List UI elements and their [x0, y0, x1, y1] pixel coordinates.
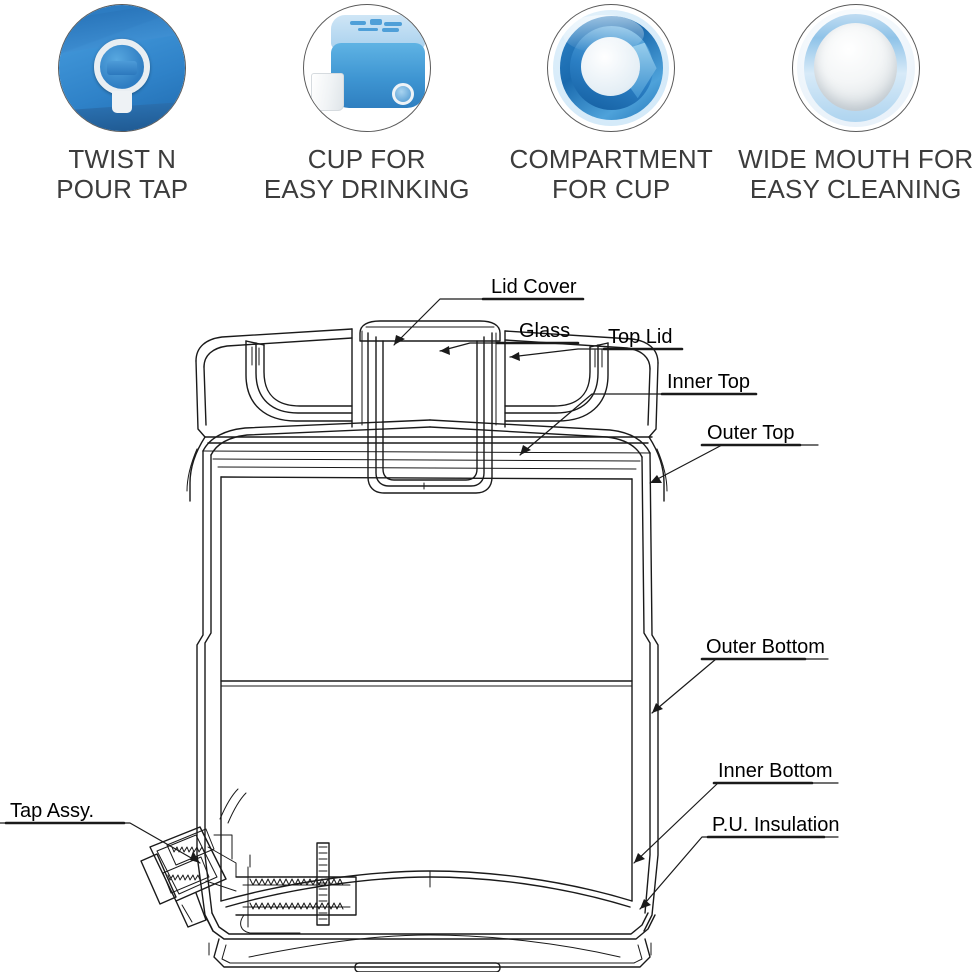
label-lid-cover: Lid Cover — [491, 276, 577, 298]
label-top-lid: Top Lid — [608, 326, 673, 348]
exploded-parts-diagram: Lid Cover Glass Top Lid Inner Top Outer … — [0, 215, 978, 972]
feature-item-compartment-for-cup: COMPARTMENT FOR CUP — [489, 0, 734, 215]
wide-mouth-icon — [791, 4, 920, 132]
feature-strip: TWIST N POUR TAP CUP FOR EASY DRINKING C… — [0, 0, 978, 215]
tap-port-internal — [235, 842, 357, 934]
cup-for-easy-drinking-icon — [302, 4, 431, 132]
label-pu-insulation: P.U. Insulation — [712, 814, 840, 836]
label-glass: Glass — [519, 320, 570, 342]
compartment-for-cup-icon — [547, 4, 676, 132]
feature-item-cup-for-easy-drinking: CUP FOR EASY DRINKING — [245, 0, 490, 215]
tap-assembly-part — [140, 788, 247, 928]
label-outer-bottom: Outer Bottom — [706, 636, 825, 658]
feature-caption: WIDE MOUTH FOR EASY CLEANING — [738, 144, 974, 204]
twist-n-pour-tap-icon — [58, 4, 187, 132]
diagram-labels: Lid Cover Glass Top Lid Inner Top Outer … — [10, 276, 840, 836]
feature-caption: CUP FOR EASY DRINKING — [263, 144, 470, 204]
glass-part — [359, 320, 501, 494]
feature-caption: COMPARTMENT FOR CUP — [509, 144, 713, 204]
label-tap-assy: Tap Assy. — [10, 800, 94, 822]
jug-base-part — [204, 870, 656, 972]
label-inner-bottom: Inner Bottom — [718, 760, 833, 782]
feature-item-twist-n-pour-tap: TWIST N POUR TAP — [0, 0, 245, 215]
inner-outer-top-part — [186, 436, 668, 502]
feature-item-wide-mouth: WIDE MOUTH FOR EASY CLEANING — [734, 0, 978, 215]
jug-main-body — [220, 476, 633, 902]
label-outer-top: Outer Top — [707, 422, 794, 444]
label-inner-top: Inner Top — [667, 371, 750, 393]
top-lid-part — [351, 328, 506, 428]
lid-cover-part — [195, 328, 659, 454]
label-underlines — [4, 297, 826, 839]
jug-outer-shell — [196, 419, 659, 932]
feature-caption: TWIST N POUR TAP — [56, 144, 189, 204]
